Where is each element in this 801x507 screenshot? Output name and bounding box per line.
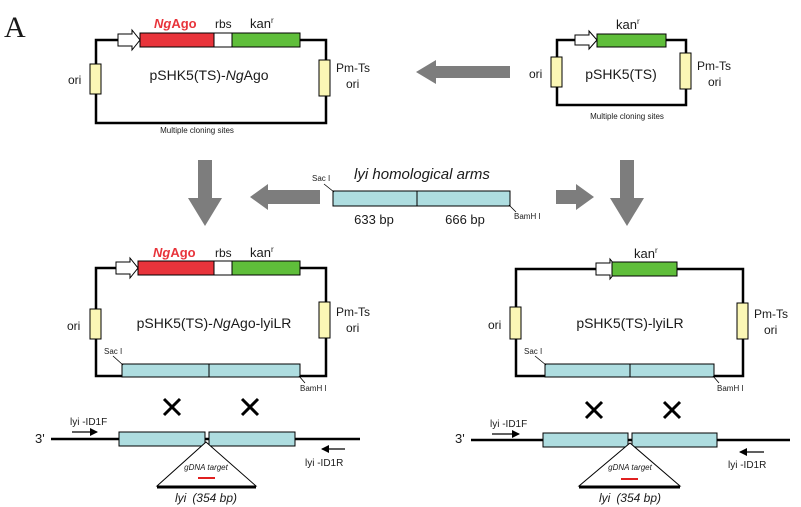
bam-site-tick (298, 375, 306, 384)
ngago-label: NgAgo (154, 16, 197, 31)
three-prime-label: 3' (35, 431, 45, 446)
lyi-label: lyi(354 bp) (175, 491, 237, 505)
pm-ori-label: ori (346, 77, 359, 91)
right-bp-label: 666 bp (445, 212, 485, 227)
plasmid-bottom-right: kanr ori Pm-Ts ori pSHK5(TS)-lyiLR Sac I… (455, 246, 790, 505)
flow-arrows (188, 60, 644, 226)
crossover-right-x-cross-icon (662, 400, 682, 420)
right-arm-block (208, 363, 301, 378)
primer-f-label: lyi -ID1F (490, 419, 527, 430)
ori-block (550, 56, 563, 88)
sac-label: Sac I (104, 347, 122, 356)
bam-label: BamH I (717, 384, 744, 393)
sac-label: Sac I (312, 174, 330, 183)
gray-block-arrow-icon (416, 60, 510, 84)
plasmid-name: pSHK5(TS)-lyiLR (576, 315, 683, 331)
gdna-target-label: gDNA target (608, 463, 653, 472)
genome-left-arm-block (118, 431, 206, 447)
plasmid-top-right: kanr ori Pm-Ts ori pSHK5(TS) Multiple cl… (529, 17, 731, 121)
sac-site-tick (112, 355, 124, 366)
sac-site-tick (534, 355, 547, 366)
promoter-hollow-arrow-icon (574, 29, 598, 51)
rbs-label: rbs (215, 17, 232, 31)
pm-ts-label: Pm-Ts (697, 59, 731, 73)
ori-label: ori (529, 67, 542, 81)
kan-label: kanr (250, 245, 274, 260)
plasmid-name: pSHK5(TS)-NgAgo-lyiLR (137, 315, 292, 331)
plasmid-bottom-left: NgAgo rbs kanr ori Pm-Ts ori pSHK5(TS)-N… (35, 245, 370, 505)
promoter-hollow-arrow-icon (115, 256, 139, 280)
primer-r-label: lyi -ID1R (728, 460, 766, 471)
crossover-left-x-cross-icon (584, 400, 604, 420)
ori-block (89, 308, 102, 340)
kan-label: kanr (250, 16, 274, 31)
arms-title: lyi homological arms (354, 166, 490, 183)
plasmid-backbone (94, 38, 328, 125)
gray-block-arrow-icon (188, 160, 222, 226)
ori-label: ori (488, 318, 501, 332)
ngago-label: NgAgo (153, 245, 196, 260)
sac-site-tick (323, 183, 335, 193)
promoter-hollow-arrow-icon (117, 28, 141, 52)
left-bp-label: 633 bp (354, 212, 394, 227)
plasmid-name: pSHK5(TS) (585, 66, 657, 82)
left-arm-block (121, 363, 210, 378)
genome-right-arm-block (208, 431, 296, 447)
pm-ts-ori-block (679, 52, 692, 90)
pm-ts-ori-block (318, 301, 331, 339)
pm-ts-label: Pm-Ts (336, 61, 370, 75)
bam-site-tick (508, 204, 517, 213)
kan-gene-block (231, 32, 301, 48)
gray-block-arrow-icon (250, 184, 320, 210)
pm-ori-label: ori (708, 75, 721, 89)
ngago-gene-block (137, 260, 215, 276)
rbs-block (213, 32, 233, 48)
bam-label: BamH I (514, 212, 541, 221)
kan-label: kanr (634, 246, 658, 261)
pm-ori-label: ori (764, 323, 777, 337)
pm-ts-ori-block (736, 302, 749, 340)
plasmid-top-left: NgAgo rbs kanr ori Pm-Ts ori pSHK5(TS)-N… (68, 16, 370, 135)
ngago-gene-block (139, 32, 215, 48)
crossover-left-x-cross-icon (162, 397, 182, 417)
mcs-label: Multiple cloning sites (590, 112, 664, 121)
plasmid-backbone (555, 38, 688, 107)
bam-label: BamH I (300, 384, 327, 393)
ori-block (509, 306, 522, 340)
rbs-label: rbs (215, 246, 232, 260)
three-prime-label: 3' (455, 431, 465, 446)
kan-gene-block (231, 260, 301, 276)
primer-r-label: lyi -ID1R (305, 458, 343, 469)
ori-label: ori (67, 319, 80, 333)
gdna-target-label: gDNA target (184, 463, 229, 472)
pm-ts-ori-block (318, 59, 331, 97)
bam-site-tick (712, 375, 720, 384)
primer-f-label: lyi -ID1F (70, 417, 107, 428)
ori-block (89, 63, 102, 95)
rbs-block (213, 260, 233, 276)
gray-block-arrow-icon (610, 160, 644, 226)
panel-label: A (4, 11, 26, 44)
crossover-right-x-cross-icon (240, 397, 260, 417)
mcs-label: Multiple cloning sites (160, 126, 234, 135)
left-arm-block (332, 190, 418, 207)
pm-ori-label: ori (346, 321, 359, 335)
kan-label: kanr (616, 17, 640, 32)
kan-gene-block (611, 261, 678, 277)
plasmid-name: pSHK5(TS)-NgAgo (149, 67, 268, 83)
genome-right-arm-block (631, 432, 718, 448)
sac-label: Sac I (524, 347, 542, 356)
ori-label: ori (68, 73, 81, 87)
right-arm-block (629, 363, 715, 378)
gray-block-arrow-icon (556, 184, 594, 210)
right-arm-block (416, 190, 511, 207)
kan-gene-block (596, 33, 667, 48)
pm-ts-label: Pm-Ts (754, 307, 788, 321)
lyi-label: lyi(354 bp) (599, 491, 661, 505)
left-arm-block (544, 363, 631, 378)
homological-arms: lyi homological arms Sac I BamH I 633 bp… (312, 166, 541, 227)
genome-left-arm-block (542, 432, 629, 448)
pm-ts-label: Pm-Ts (336, 305, 370, 319)
